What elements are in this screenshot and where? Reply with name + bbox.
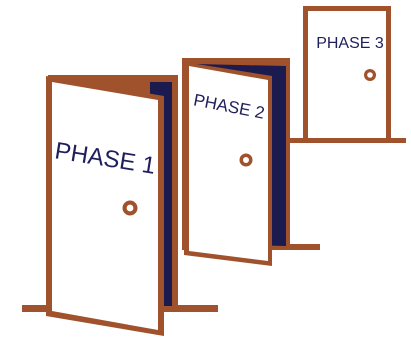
- door-phase-2: PHASE 2: [182, 58, 320, 266]
- door-phase-3: PHASE 3: [282, 6, 406, 143]
- door-phase-1-panel: [52, 82, 158, 330]
- door-phase-3-label: PHASE 3: [316, 35, 384, 52]
